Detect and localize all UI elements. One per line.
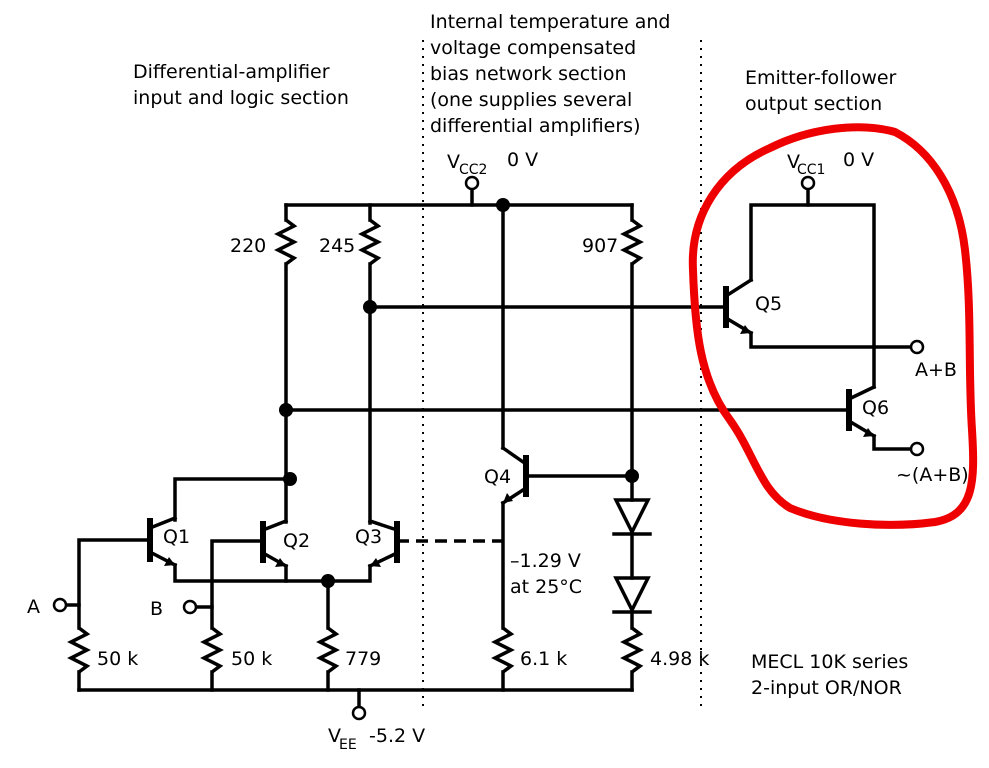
input-b-label: B bbox=[150, 598, 163, 620]
q1-base-wire bbox=[77, 538, 152, 630]
resistor-50k-a bbox=[67, 626, 91, 674]
left-title-line-2: input and logic section bbox=[133, 87, 349, 109]
diode-1 bbox=[613, 498, 651, 536]
q3-label: Q3 bbox=[355, 526, 382, 548]
highlight-circle bbox=[688, 123, 978, 529]
r245-label: 245 bbox=[319, 235, 355, 257]
middle-title-line-4: (one supplies several bbox=[430, 89, 632, 111]
vcc2-label: V bbox=[447, 151, 460, 173]
vcc1-value: 0 V bbox=[843, 149, 874, 171]
junction-q6-bus bbox=[279, 403, 293, 417]
output-nor-label: ~(A+B) bbox=[896, 464, 969, 486]
middle-title-line-3: bias network section bbox=[430, 63, 627, 85]
output-nor-terminal[interactable] bbox=[909, 441, 925, 457]
right-title-line-2: output section bbox=[745, 93, 882, 115]
resistor-220 bbox=[274, 218, 298, 266]
left-title-line-1: Differential-amplifier bbox=[133, 61, 330, 83]
q2-collector-leg bbox=[260, 518, 289, 533]
q1-collector-wire bbox=[173, 477, 288, 522]
r50k-b-label: 50 k bbox=[231, 648, 272, 670]
q1-collector-leg bbox=[147, 515, 178, 531]
r220-label: 220 bbox=[230, 235, 266, 257]
device-label-line-1: MECL 10K series bbox=[751, 651, 908, 673]
q5-output-wire bbox=[749, 331, 913, 349]
r779-label: 779 bbox=[345, 648, 381, 670]
q3-collector-leg bbox=[367, 518, 400, 533]
vee-label: V bbox=[328, 725, 341, 747]
bias-temperature-label: at 25°C bbox=[510, 576, 582, 598]
q6-output-wire bbox=[872, 434, 913, 451]
q4-label: Q4 bbox=[484, 466, 511, 488]
input-a-terminal[interactable] bbox=[52, 597, 68, 613]
r6-1k-label: 6.1 k bbox=[520, 648, 567, 670]
r4-98k-label: 4.98 k bbox=[650, 648, 709, 670]
vcc2-subscript: CC2 bbox=[459, 162, 487, 178]
q4-emitter-arrow bbox=[503, 493, 513, 503]
q3-emitter-wire bbox=[328, 564, 372, 583]
q6-collector-leg bbox=[846, 384, 877, 402]
vcc1-label: V bbox=[787, 151, 800, 173]
junction-q5-bus bbox=[363, 300, 377, 314]
q2-emitter-arrow bbox=[275, 558, 286, 567]
emitter-common-bus bbox=[173, 563, 332, 583]
q6-label: Q6 bbox=[862, 397, 889, 419]
middle-title-line-5: differential amplifiers) bbox=[430, 115, 640, 137]
right-title-line-1: Emitter-follower bbox=[745, 67, 897, 89]
vee-subscript: EE bbox=[339, 737, 357, 753]
resistor-6-1k bbox=[491, 626, 515, 674]
vee-terminal bbox=[351, 705, 367, 721]
input-b-terminal[interactable] bbox=[182, 599, 198, 615]
q6-emitter-arrow bbox=[863, 428, 874, 437]
r50k-a-label: 50 k bbox=[97, 648, 138, 670]
resistor-245 bbox=[358, 218, 382, 266]
q3-emitter-arrow bbox=[370, 558, 381, 567]
q5-emitter-arrow bbox=[740, 325, 751, 334]
q1-emitter-arrow bbox=[164, 557, 175, 566]
r907-label: 907 bbox=[582, 235, 618, 257]
resistor-779 bbox=[316, 626, 340, 674]
resistor-50k-b bbox=[200, 626, 224, 674]
q2-label: Q2 bbox=[283, 530, 310, 552]
vcc2-value: 0 V bbox=[507, 149, 538, 171]
vcc1-terminal bbox=[800, 175, 816, 191]
q4-collector-leg bbox=[500, 445, 529, 467]
diode-2 bbox=[613, 576, 651, 614]
resistor-907 bbox=[620, 218, 644, 266]
q2-base-wire bbox=[210, 539, 265, 630]
bias-voltage-label: –1.29 V bbox=[510, 550, 581, 572]
output-or-terminal[interactable] bbox=[909, 339, 925, 355]
q1-label: Q1 bbox=[163, 526, 190, 548]
q5-label: Q5 bbox=[755, 293, 782, 315]
q5-collector-leg bbox=[723, 277, 754, 299]
resistor-4-98k bbox=[620, 626, 644, 674]
middle-title-line-1: Internal temperature and bbox=[430, 11, 670, 33]
vcc1-subscript: CC1 bbox=[797, 162, 825, 178]
vcc1-rail bbox=[749, 203, 876, 389]
middle-title-line-2: voltage compensated bbox=[430, 37, 636, 59]
device-label-line-2: 2-input OR/NOR bbox=[751, 677, 902, 699]
input-a-label: A bbox=[27, 596, 40, 618]
vee-value: -5.2 V bbox=[369, 725, 425, 747]
vcc2-terminal bbox=[464, 175, 480, 191]
junction-q4-base bbox=[625, 469, 639, 483]
output-or-label: A+B bbox=[915, 359, 957, 381]
